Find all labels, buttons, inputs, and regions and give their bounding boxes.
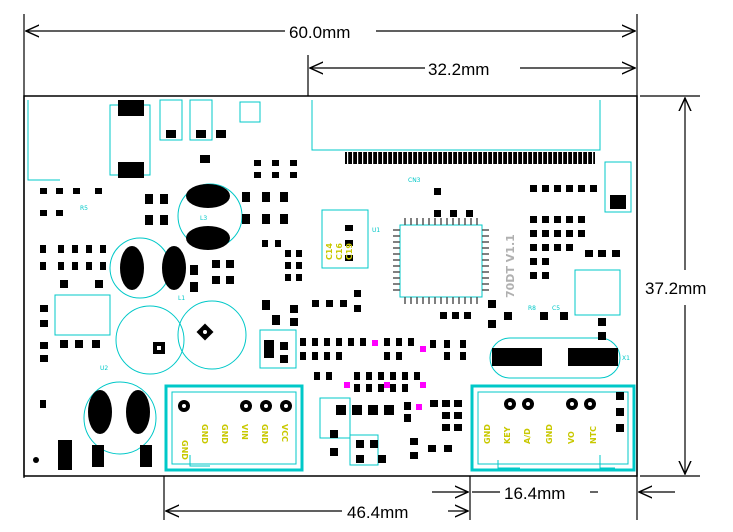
- dim-bottom-left: 46.4mm: [347, 503, 408, 522]
- right-pin-5: VO: [567, 431, 576, 444]
- qfp-pins: [393, 218, 489, 304]
- ref-l3: L3: [200, 215, 207, 222]
- ic-label-3: C19: [345, 243, 354, 260]
- right-pin-2: KEY: [503, 426, 512, 444]
- dim-total-width: 60.0mm: [289, 23, 350, 42]
- ic-labels: C14 C16 C19: [325, 243, 354, 260]
- left-pin-1: GND: [180, 440, 189, 460]
- dim-height: 37.2mm: [645, 279, 706, 298]
- silk-labels: L3 U2 CN3 U1 L1 X1 C5 R8 R5: [80, 177, 630, 372]
- right-pin-1: GND: [483, 424, 492, 444]
- left-pin-4: VIN: [240, 424, 249, 440]
- ref-cn3: CN3: [408, 177, 421, 184]
- left-pin-3: GND: [220, 424, 229, 444]
- through-hole-pads: [33, 323, 596, 463]
- connector-latches: [189, 455, 615, 469]
- ref-l1: L1: [178, 295, 185, 302]
- left-pin-5: GND: [260, 424, 269, 444]
- connector-left-labels: GND GND GND VIN GND VCC: [180, 424, 289, 460]
- ref-x1: X1: [622, 355, 630, 362]
- lcd-connector-gaps: [347, 152, 594, 164]
- ref-r5: R5: [80, 205, 88, 212]
- pads-large: [58, 100, 626, 470]
- ref-u2: U2: [100, 365, 108, 372]
- ref-c5: C5: [552, 305, 560, 312]
- dim-right-width: 32.2mm: [428, 60, 489, 79]
- ic-label-2: C16: [335, 243, 344, 260]
- ref-u1: U1: [372, 227, 380, 234]
- board-outline: [23, 95, 638, 477]
- ref-r8: R8: [528, 305, 536, 312]
- right-pin-4: GND: [545, 424, 554, 444]
- left-pin-2: GND: [200, 424, 209, 444]
- dim-bottom-right: 16.4mm: [504, 484, 565, 503]
- right-pin-6: NTC: [589, 426, 598, 444]
- board-version: 70DT V1.1: [504, 234, 517, 298]
- connector-right-labels: GND KEY A/D GND VO NTC: [483, 424, 598, 444]
- ic-label-1: C14: [325, 243, 334, 260]
- left-pin-6: VCC: [280, 424, 289, 442]
- pads-highlight: [344, 340, 426, 410]
- pads-small: [40, 160, 624, 463]
- right-pin-3: A/D: [523, 428, 532, 444]
